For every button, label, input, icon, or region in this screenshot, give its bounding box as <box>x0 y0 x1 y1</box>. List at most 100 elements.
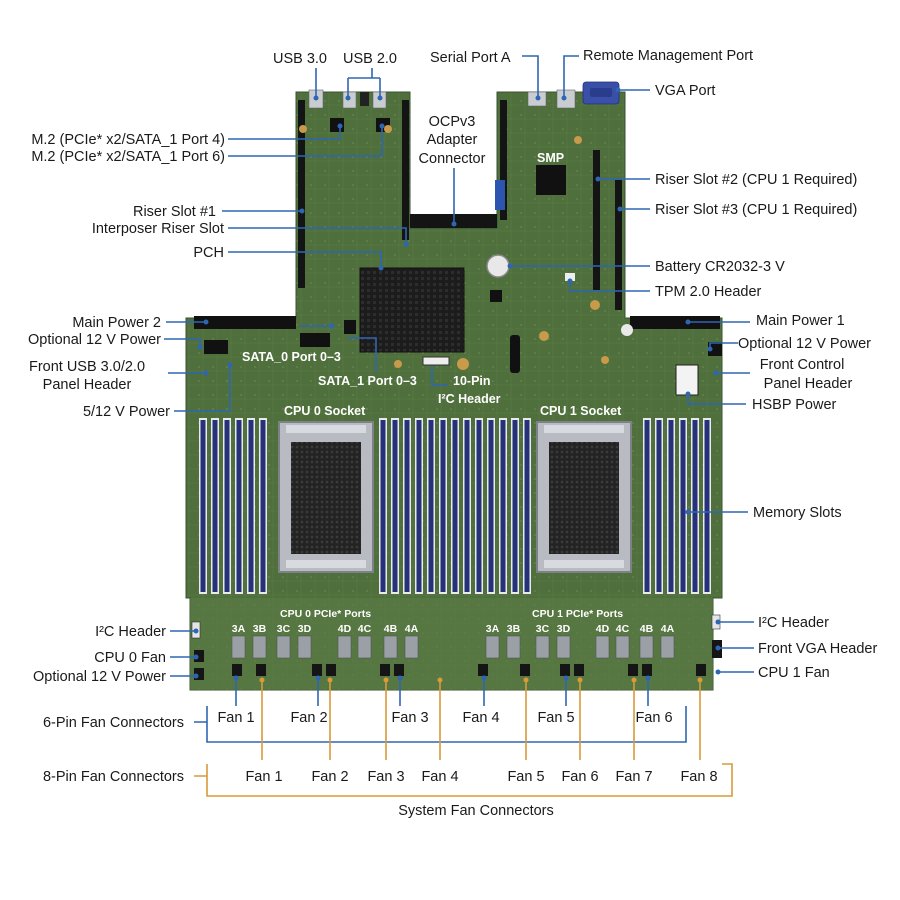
pcie-slots <box>194 100 720 329</box>
pcie-port <box>357 635 372 659</box>
power-512-label: 5/12 V Power <box>83 404 170 420</box>
tpm-label: TPM 2.0 Header <box>655 284 762 300</box>
main-power2-label: Main Power 2 <box>72 315 161 331</box>
vga-port-label: VGA Port <box>655 83 715 99</box>
memory-slots <box>199 418 711 594</box>
opt12-left-label: Optional 12 V Power <box>28 332 161 348</box>
front-control-label-1: Front Control <box>760 357 845 373</box>
pin8-fan-label: 8-Pin Fan Connectors <box>43 769 184 785</box>
pcie-port-label: 4A <box>661 623 675 635</box>
pcie-port <box>660 635 675 659</box>
system-fan-label: System Fan Connectors <box>398 803 554 819</box>
tenpin-i2c-label: I²C Header <box>438 392 501 406</box>
cpu0-fan-label: CPU 0 Fan <box>94 650 166 666</box>
hsbp-label: HSBP Power <box>752 397 837 413</box>
fan8-label: Fan 8 <box>680 769 717 785</box>
pcie-port <box>383 635 398 659</box>
fan8-label: Fan 3 <box>367 769 404 785</box>
pcie-port-label: 4D <box>338 623 352 635</box>
cpu1-socket-label: CPU 1 Socket <box>540 404 622 418</box>
pcie-port-label: 4C <box>616 623 630 635</box>
front-vga-label: Front VGA Header <box>758 641 877 657</box>
i2c-left-label: I²C Header <box>95 624 166 640</box>
cpu1-pcie-label: CPU 1 PCIe* Ports <box>532 608 623 620</box>
pin6-fan-label: 6-Pin Fan Connectors <box>43 715 184 731</box>
fan-connector <box>232 664 242 676</box>
cpu1-socket <box>536 421 632 573</box>
fan-connector <box>326 664 336 676</box>
pcie-port <box>297 635 312 659</box>
rear-connectors <box>308 81 620 109</box>
fan-connector <box>478 664 488 676</box>
opt12-right-label: Optional 12 V Power <box>738 336 871 352</box>
opt12-bottom-label: Optional 12 V Power <box>33 669 166 685</box>
fan-connector <box>696 664 706 676</box>
ocp-label-2: Adapter <box>427 132 478 148</box>
fan6-label: Fan 4 <box>462 710 499 726</box>
fan8-label: Fan 1 <box>245 769 282 785</box>
pcie-port-label: 3D <box>298 623 312 635</box>
ocp-label-3: Connector <box>419 151 486 167</box>
serial-port-label: Serial Port A <box>430 50 511 66</box>
pcie-port <box>485 635 500 659</box>
fan6-label: Fan 2 <box>290 710 327 726</box>
fan-connector <box>642 664 652 676</box>
pch-heatsink <box>359 267 465 353</box>
front-control-label-2: Panel Header <box>764 376 853 392</box>
fan8-label: Fan 2 <box>311 769 348 785</box>
usb20-label: USB 2.0 <box>343 51 397 67</box>
cpu0-socket <box>278 421 374 573</box>
fan8-label: Fan 4 <box>421 769 458 785</box>
fan-connector <box>380 664 390 676</box>
pcie-port <box>276 635 291 659</box>
fan6-label: Fan 5 <box>537 710 574 726</box>
pcie-port <box>639 635 654 659</box>
fan-connector <box>520 664 530 676</box>
ocp-label-1: OCPv3 <box>429 114 476 130</box>
smp-label: SMP <box>537 151 564 165</box>
pcie-port-label: 3D <box>557 623 571 635</box>
cpu0-fan-header <box>194 650 204 662</box>
battery <box>486 254 510 278</box>
fan8-lines <box>194 677 733 797</box>
battery-label: Battery CR2032-3 V <box>655 259 785 275</box>
sata1-label: SATA_1 Port 0–3 <box>318 374 417 388</box>
cpu0-socket-label: CPU 0 Socket <box>284 404 366 418</box>
pcie-port-label: 3A <box>232 623 246 635</box>
pcie-port <box>337 635 352 659</box>
fan-connector <box>628 664 638 676</box>
fan-connector <box>256 664 266 676</box>
cpu0-pcie-label: CPU 0 PCIe* Ports <box>280 608 371 620</box>
pcie-port-label: 3C <box>277 623 291 635</box>
fan8-label: Fan 7 <box>615 769 652 785</box>
pcie-port-label: 3B <box>253 623 267 635</box>
fan-connector <box>394 664 404 676</box>
pcie-port-label: 4A <box>405 623 419 635</box>
pcie-port-label: 3A <box>486 623 500 635</box>
pcie-port <box>595 635 610 659</box>
i2c-right-label: I²C Header <box>758 615 829 631</box>
memory-slots-label: Memory Slots <box>753 505 842 521</box>
pcie-port-label: 3C <box>536 623 550 635</box>
pch-label: PCH <box>193 245 224 261</box>
pcie-port <box>506 635 521 659</box>
pcie-port <box>404 635 419 659</box>
pcie-port-label: 4B <box>384 623 398 635</box>
pcie-port <box>556 635 571 659</box>
pcie-port <box>615 635 630 659</box>
sata0-label: SATA_0 Port 0–3 <box>242 350 341 364</box>
pcie-port-label: 4B <box>640 623 654 635</box>
front-usb-label-1: Front USB 3.0/2.0 <box>29 359 145 375</box>
cpu1-fan-label: CPU 1 Fan <box>758 665 830 681</box>
main-power1-label: Main Power 1 <box>756 313 845 329</box>
opt12-header <box>194 668 204 680</box>
tenpin-label: 10-Pin <box>453 374 491 388</box>
fan6-label: Fan 1 <box>217 710 254 726</box>
pcie-port-label: 4C <box>358 623 372 635</box>
callout-lines <box>164 55 754 743</box>
fan-connector <box>312 664 322 676</box>
fan6-label: Fan 3 <box>391 710 428 726</box>
fan8-label: Fan 5 <box>507 769 544 785</box>
